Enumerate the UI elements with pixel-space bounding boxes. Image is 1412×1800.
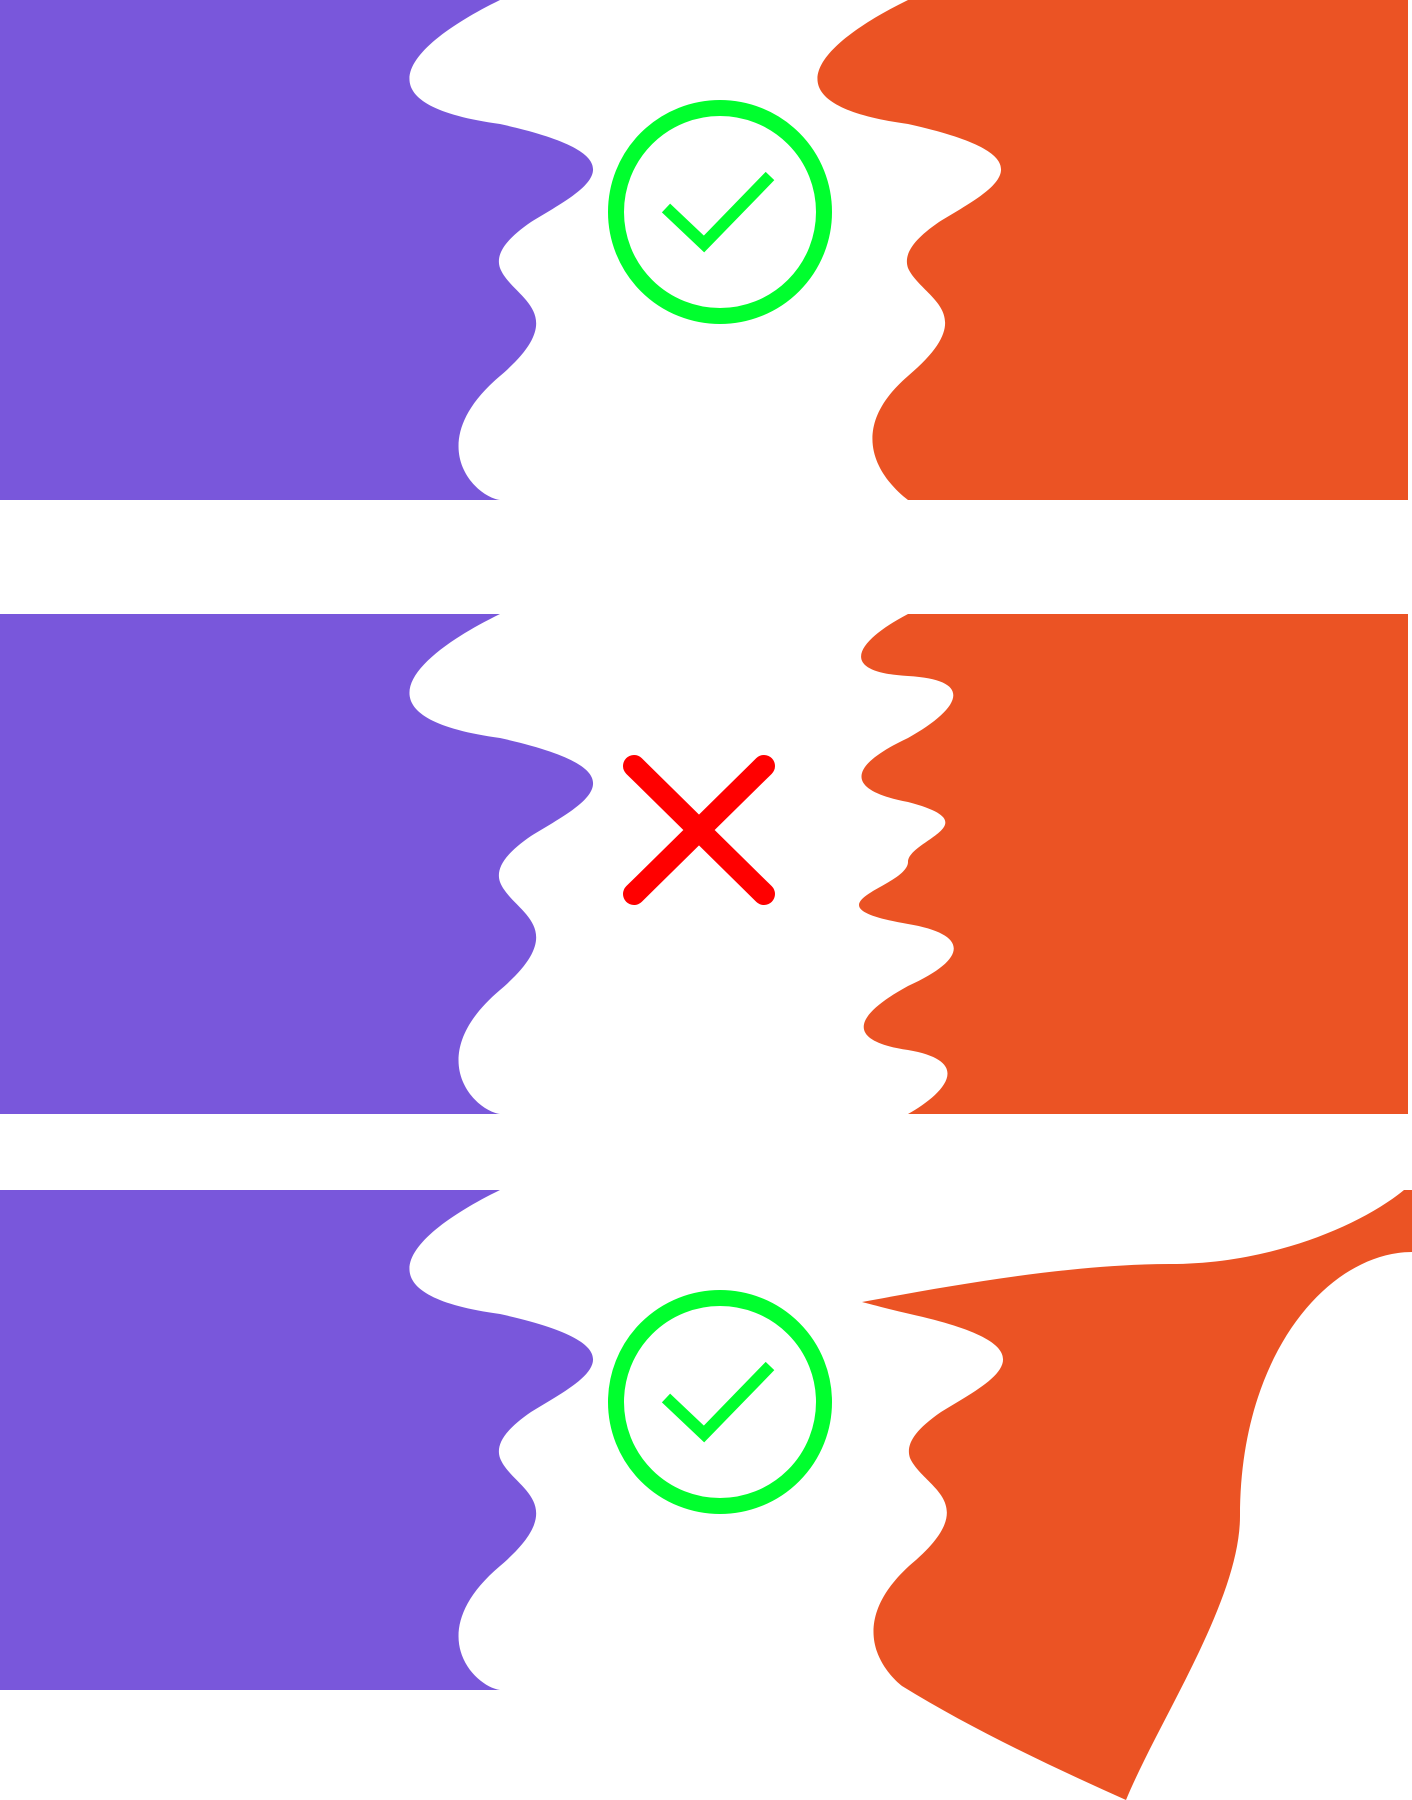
row-3-right-shape <box>862 1190 1412 1800</box>
row-1-left-shape <box>0 0 594 500</box>
row-3-left-shape <box>0 1190 594 1690</box>
row-2 <box>0 614 1408 1114</box>
row-2-left-shape <box>0 614 594 1114</box>
row-2-right-shape <box>859 614 1408 1114</box>
row-2-cross-icon <box>623 755 775 905</box>
row-1 <box>0 0 1408 500</box>
row-3-check-circle-icon <box>608 1290 832 1514</box>
row-3 <box>0 1190 1412 1800</box>
row-1-right-shape <box>817 0 1408 500</box>
row-1-check-circle-icon <box>608 100 832 324</box>
